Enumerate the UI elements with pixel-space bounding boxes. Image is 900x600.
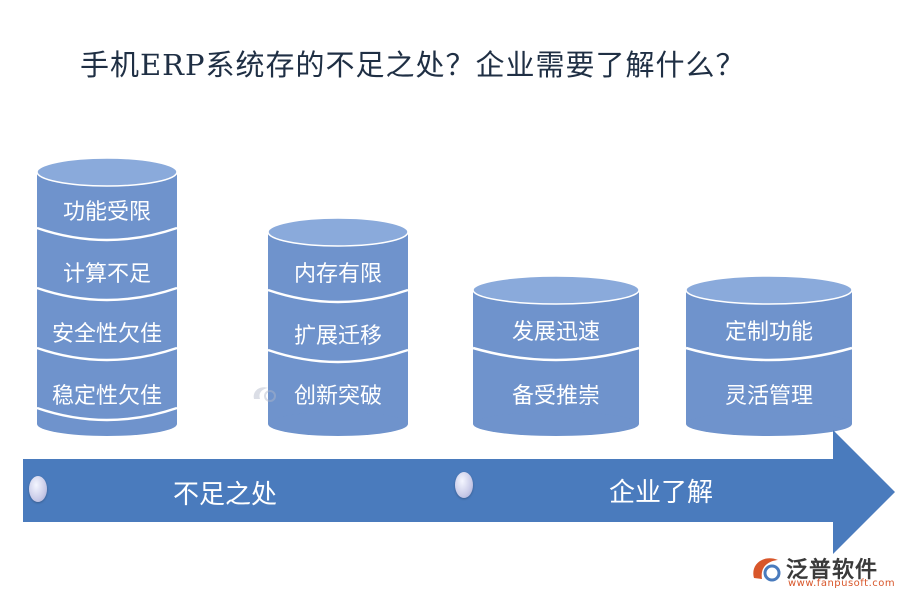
cylinder-stack-4-graphic: [685, 275, 853, 436]
arrow-right-label: 企业了解: [609, 478, 714, 508]
watermark-logo-icon: [253, 387, 276, 402]
left-dot-icon: [29, 476, 47, 502]
brand-url: www.fanpusoft.com: [788, 578, 896, 589]
timeline-arrow: 不足之处 企业了解: [23, 430, 895, 570]
cylinder-stack-3-graphic: [472, 275, 640, 436]
cylinder-stack-4: 定制功能 灵活管理: [685, 275, 853, 436]
stack-2-label-2: 扩展迁移: [293, 324, 382, 349]
stack-3-label-2: 备受推崇: [511, 384, 600, 409]
cylinder-stack-2: 内存有限 扩展迁移 创新突破: [267, 217, 409, 436]
brand-logo-icon: [753, 558, 781, 582]
page-title: 手机ERP系统存的不足之处？企业需要了解什么？: [80, 48, 746, 82]
stack-4-label-2: 灵活管理: [724, 384, 813, 409]
stack-2-label-3: 创新突破: [293, 384, 382, 409]
stack-4-label-1: 定制功能: [724, 320, 813, 345]
arrow-left-label: 不足之处: [173, 480, 278, 510]
brand-logo: 泛普软件 www.fanpusoft.com: [748, 548, 898, 594]
cylinder-stack-3: 发展迅速 备受推崇: [472, 275, 640, 436]
cylinder-stack-1-graphic: [36, 157, 178, 436]
stack-1-label-2: 计算不足: [62, 262, 151, 287]
cylinder-stack-1: 功能受限 计算不足 安全性欠佳 稳定性欠佳: [36, 157, 178, 436]
right-dot-icon: [455, 472, 473, 498]
stack-2-label-1: 内存有限: [293, 262, 382, 287]
brand-name: 泛普软件: [786, 558, 879, 583]
stack-1-label-3: 安全性欠佳: [51, 322, 162, 347]
stack-1-label-4: 稳定性欠佳: [51, 384, 162, 409]
stack-3-label-1: 发展迅速: [511, 320, 600, 345]
cylinder-stack-2-graphic: [267, 217, 409, 436]
stack-1-label-1: 功能受限: [62, 200, 151, 225]
